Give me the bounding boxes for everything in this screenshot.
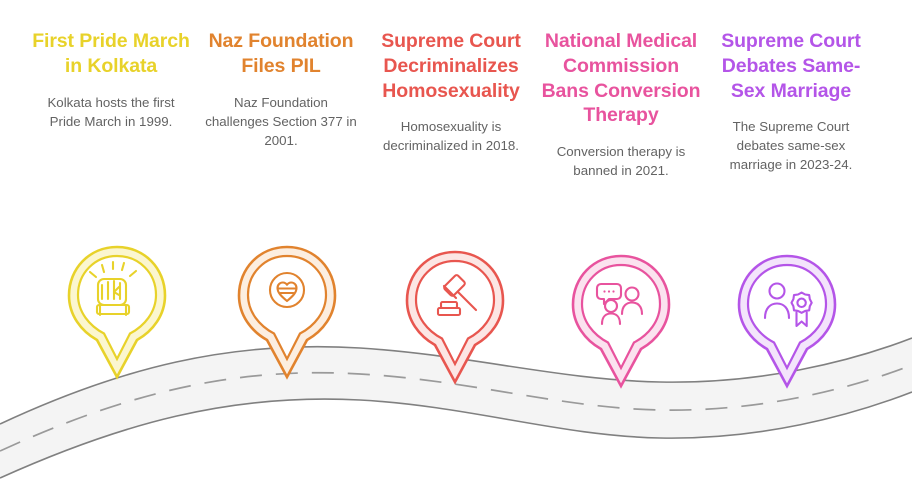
milestone-pin-1[interactable] xyxy=(62,243,172,383)
milestone-description: The Supreme Court debates same-sex marri… xyxy=(729,119,853,173)
pin-outer-shape xyxy=(237,245,337,380)
milestone-pin-5[interactable] xyxy=(732,252,842,392)
milestone-column-5: Supreme Court Debates Same-Sex Marriage … xyxy=(706,0,876,240)
pin-outer-shape xyxy=(405,250,505,385)
pin-outer-shape xyxy=(67,245,167,380)
milestone-pin-2[interactable] xyxy=(232,243,342,383)
milestone-title: Supreme Court Debates Same-Sex Marriage xyxy=(721,30,861,102)
gavel-icon xyxy=(436,274,478,317)
milestone-title: First Pride March in Kolkata xyxy=(32,30,190,77)
milestone-pin-3[interactable] xyxy=(400,248,510,388)
milestone-column-4: National Medical Commission Bans Convers… xyxy=(536,0,706,240)
person-award-icon xyxy=(763,282,813,328)
people-speech-bubble-icon xyxy=(595,282,644,326)
milestone-pin-4[interactable] xyxy=(566,252,676,392)
milestone-column-3: Supreme Court Decriminalizes Homosexuali… xyxy=(366,0,536,240)
milestone-description: Conversion therapy is banned in 2021. xyxy=(556,144,686,178)
milestone-column-2: Naz Foundation Files PIL Naz Foundation … xyxy=(196,0,366,240)
milestone-text-row: First Pride March in Kolkata Kolkata hos… xyxy=(0,0,912,240)
milestone-column-1: First Pride March in Kolkata Kolkata hos… xyxy=(26,0,196,240)
heart-in-circle-icon xyxy=(268,271,306,309)
milestone-title: Supreme Court Decriminalizes Homosexuali… xyxy=(381,30,521,102)
milestone-description: Homosexuality is decriminalized in 2018. xyxy=(382,119,519,154)
pin-outer-shape xyxy=(737,254,837,389)
milestone-description: Naz Foundation challenges Section 377 in… xyxy=(205,94,357,148)
raised-fist-icon xyxy=(88,260,138,317)
milestone-description: Kolkata hosts the first Pride March in 1… xyxy=(47,94,175,129)
road-edge-bottom xyxy=(0,391,912,479)
milestone-title: Naz Foundation Files PIL xyxy=(208,30,354,77)
pin-outer-shape xyxy=(571,254,671,389)
milestone-title: National Medical Commission Bans Convers… xyxy=(541,30,701,127)
